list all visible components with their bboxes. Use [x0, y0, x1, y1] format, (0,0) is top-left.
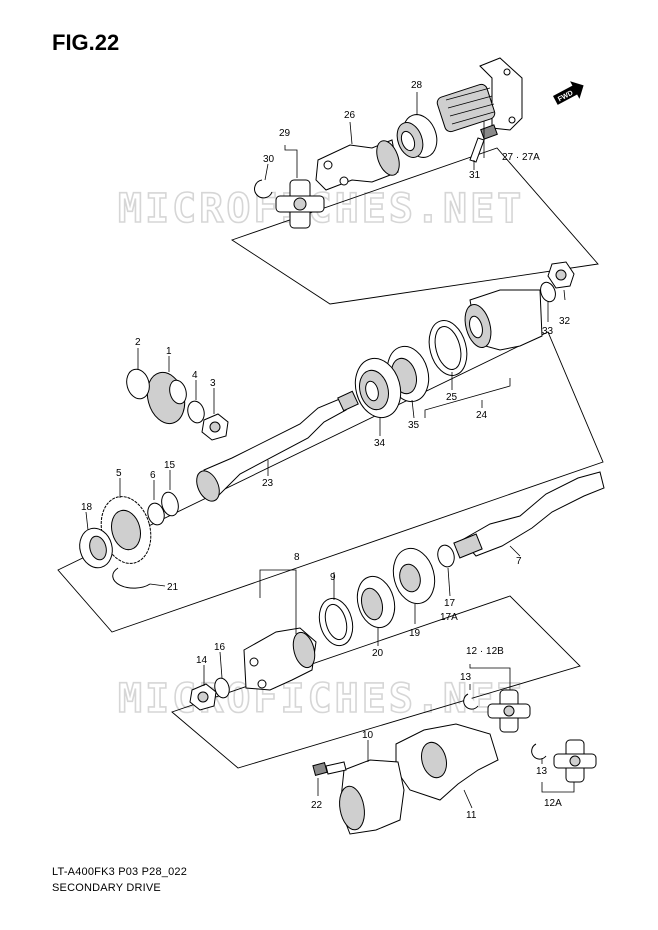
part-33-washer — [540, 281, 556, 303]
part-17-oring — [437, 544, 455, 568]
part-4-washer — [187, 400, 205, 424]
part-19-bearing — [392, 547, 436, 605]
plane-lower — [171, 595, 581, 769]
part-26-yoke — [315, 139, 400, 191]
callout-9: 9 — [330, 572, 336, 583]
callout-24: 24 — [476, 410, 488, 421]
part-16-washer — [214, 677, 230, 699]
part-13-circlip-lower — [531, 743, 547, 760]
callout-17a: 17A — [440, 612, 458, 623]
part-23-propeller-shaft — [196, 390, 359, 502]
callout-20: 20 — [372, 648, 384, 659]
callout-18: 18 — [81, 502, 93, 513]
callout-13-lower: 13 — [536, 766, 548, 777]
part-20-bearing — [356, 575, 396, 629]
callout-30: 30 — [263, 154, 275, 165]
callout-5: 5 — [116, 468, 122, 479]
watermark-bottom: MICROFICHES.NET — [118, 676, 524, 722]
callout-16: 16 — [214, 642, 226, 653]
part-29-universal-joint — [275, 179, 325, 229]
part-5-driven-gear — [100, 496, 152, 564]
part-7-drive-shaft — [453, 471, 605, 559]
callout-29: 29 — [279, 128, 291, 139]
callout-22: 22 — [311, 800, 323, 811]
callout-15: 15 — [164, 460, 176, 471]
part-1-bevel-gear — [146, 371, 187, 425]
part-15-spacer — [161, 491, 179, 517]
callout-8: 8 — [294, 552, 300, 563]
callout-25: 25 — [446, 392, 458, 403]
callout-26: 26 — [344, 110, 356, 121]
part-32-nut — [547, 261, 575, 289]
callout-19: 19 — [409, 628, 421, 639]
part-22-bolt — [312, 761, 347, 776]
callout-3: 3 — [210, 378, 216, 389]
callout-12a: 12A — [544, 798, 562, 809]
part-12a-universal-joint — [553, 739, 597, 783]
callout-7: 7 — [516, 556, 522, 567]
part-31-bolt — [469, 124, 498, 163]
callout-35: 35 — [408, 420, 420, 431]
part-34-bearing — [354, 357, 402, 419]
part-28-seal — [396, 114, 438, 158]
figure-subtitle: SECONDARY DRIVE — [52, 882, 161, 894]
part-27-output-shaft — [436, 57, 523, 133]
callout-23: 23 — [262, 478, 274, 489]
leader-lines — [85, 92, 575, 809]
part-12-universal-joint — [487, 689, 531, 733]
callout-1: 1 — [166, 346, 172, 357]
callout-33: 33 — [542, 326, 554, 337]
part-13-circlip-upper — [463, 693, 479, 710]
callout-11: 11 — [466, 810, 477, 821]
callout-17: 17 — [444, 598, 456, 609]
part-18-bearing — [79, 527, 113, 569]
part-10-housing — [339, 759, 405, 835]
callout-32: 32 — [559, 316, 571, 327]
callout-34: 34 — [374, 438, 386, 449]
model-code: LT-A400FK3 P03 P28_022 — [52, 866, 188, 878]
figure-title: FIG.22 — [52, 30, 120, 55]
plane-upper — [230, 147, 599, 305]
part-30-circlip — [254, 179, 273, 199]
callout-2: 2 — [135, 337, 141, 348]
callout-13-upper: 13 — [460, 672, 472, 683]
callout-21: 21 — [167, 582, 179, 593]
callout-labels: 28 26 29 30 31 27 · 27A 32 33 25 24 34 3… — [81, 80, 571, 821]
callout-12-12b: 12 · 12B — [466, 646, 504, 657]
fwd-arrow-icon: FWD — [553, 81, 584, 105]
callout-4: 4 — [192, 370, 198, 381]
part-14-nut — [189, 683, 217, 711]
callout-28: 28 — [411, 80, 423, 91]
part-11-flange — [395, 723, 499, 801]
part-6-washer — [147, 502, 165, 526]
part-21-circlip — [112, 567, 151, 589]
callout-31: 31 — [469, 170, 481, 181]
part-24-flange-yoke — [464, 289, 543, 351]
part-3-nut — [201, 413, 229, 441]
callout-10: 10 — [362, 730, 374, 741]
svg-text:FWD: FWD — [557, 90, 574, 104]
callout-27: 27 · 27A — [502, 152, 540, 163]
part-2-shim — [126, 368, 150, 400]
callout-6: 6 — [150, 470, 156, 481]
part-8-yoke — [243, 627, 317, 691]
callout-14: 14 — [196, 655, 208, 666]
